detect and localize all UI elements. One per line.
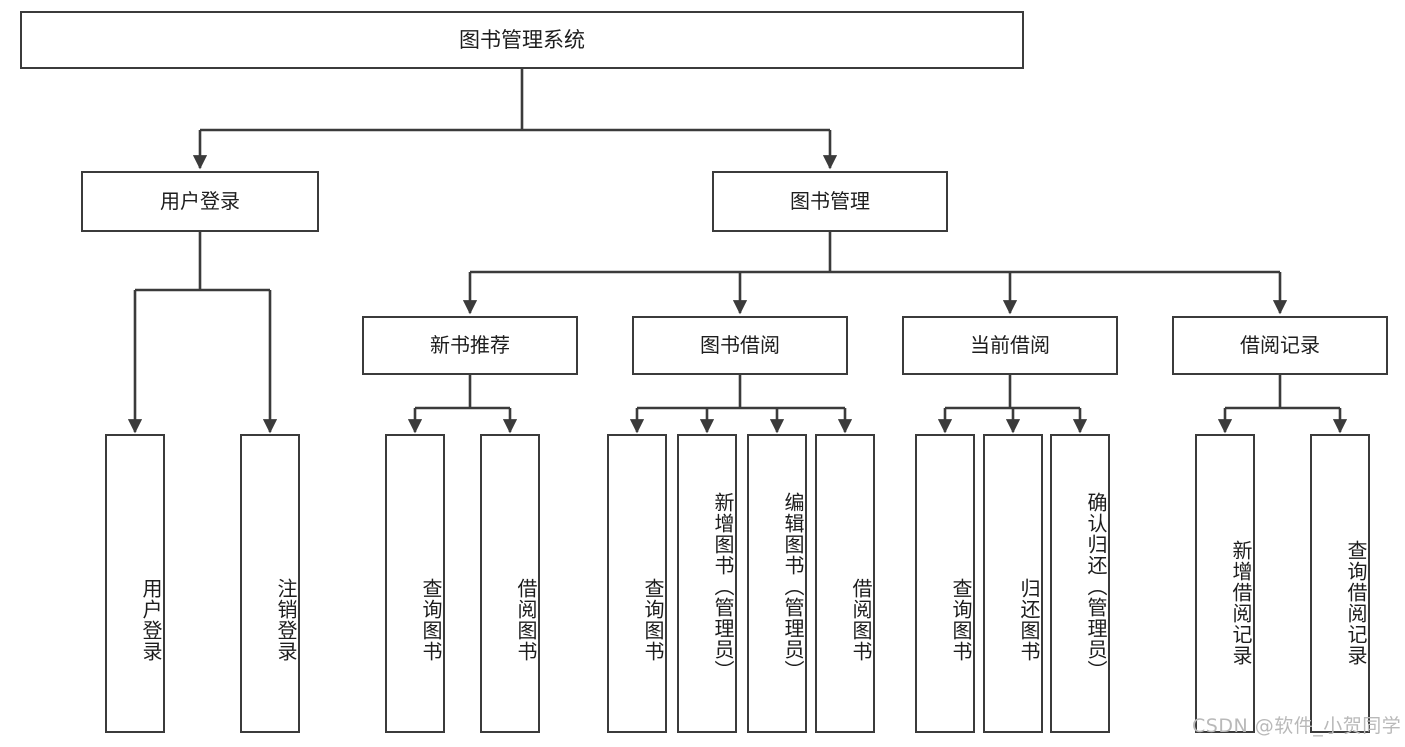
node-book-borrow[interactable]: 图书借阅 <box>632 316 848 375</box>
node-leaf-edit-book-label: 编辑图书（管理员） <box>781 492 805 681</box>
node-borrow-record[interactable]: 借阅记录 <box>1172 316 1388 375</box>
node-book-borrow-label: 图书借阅 <box>700 333 780 357</box>
node-leaf-query-book-1[interactable]: 查询图书 <box>385 434 445 733</box>
node-leaf-borrow-book-1[interactable]: 借阅图书 <box>480 434 540 733</box>
node-leaf-confirm-return-label: 确认归还（管理员） <box>1084 492 1108 681</box>
node-leaf-borrow-book-2-label: 借阅图书 <box>849 577 873 662</box>
node-book-manage-label: 图书管理 <box>790 189 870 213</box>
node-book-manage[interactable]: 图书管理 <box>712 171 948 232</box>
node-leaf-query-record-label: 查询借阅记录 <box>1344 539 1368 666</box>
node-new-book-rec-label: 新书推荐 <box>430 333 510 357</box>
node-borrow-record-label: 借阅记录 <box>1240 333 1320 357</box>
node-leaf-add-book[interactable]: 新增图书（管理员） <box>677 434 737 733</box>
node-current-borrow-label: 当前借阅 <box>970 333 1050 357</box>
node-new-book-rec[interactable]: 新书推荐 <box>362 316 578 375</box>
node-leaf-query-book-2[interactable]: 查询图书 <box>607 434 667 733</box>
node-leaf-user-login-label: 用户登录 <box>139 577 163 662</box>
node-user-login-label: 用户登录 <box>160 189 240 213</box>
node-leaf-user-login[interactable]: 用户登录 <box>105 434 165 733</box>
node-root[interactable]: 图书管理系统 <box>20 11 1024 69</box>
node-leaf-borrow-book-1-label: 借阅图书 <box>514 577 538 662</box>
node-leaf-query-book-3-label: 查询图书 <box>949 577 973 662</box>
node-leaf-edit-book[interactable]: 编辑图书（管理员） <box>747 434 807 733</box>
node-leaf-logout-label: 注销登录 <box>274 577 298 662</box>
node-leaf-add-book-label: 新增图书（管理员） <box>711 492 735 681</box>
node-leaf-query-book-3[interactable]: 查询图书 <box>915 434 975 733</box>
node-leaf-query-record[interactable]: 查询借阅记录 <box>1310 434 1370 733</box>
node-leaf-logout[interactable]: 注销登录 <box>240 434 300 733</box>
node-leaf-return-book[interactable]: 归还图书 <box>983 434 1043 733</box>
watermark-text: CSDN @软件_小贺同学 <box>1192 715 1402 737</box>
node-leaf-add-record-label: 新增借阅记录 <box>1229 539 1253 666</box>
node-user-login[interactable]: 用户登录 <box>81 171 319 232</box>
node-leaf-borrow-book-2[interactable]: 借阅图书 <box>815 434 875 733</box>
node-root-label: 图书管理系统 <box>459 27 585 52</box>
node-current-borrow[interactable]: 当前借阅 <box>902 316 1118 375</box>
node-leaf-query-book-1-label: 查询图书 <box>419 577 443 662</box>
node-leaf-add-record[interactable]: 新增借阅记录 <box>1195 434 1255 733</box>
node-leaf-confirm-return[interactable]: 确认归还（管理员） <box>1050 434 1110 733</box>
node-leaf-return-book-label: 归还图书 <box>1017 577 1041 662</box>
node-leaf-query-book-2-label: 查询图书 <box>641 577 665 662</box>
